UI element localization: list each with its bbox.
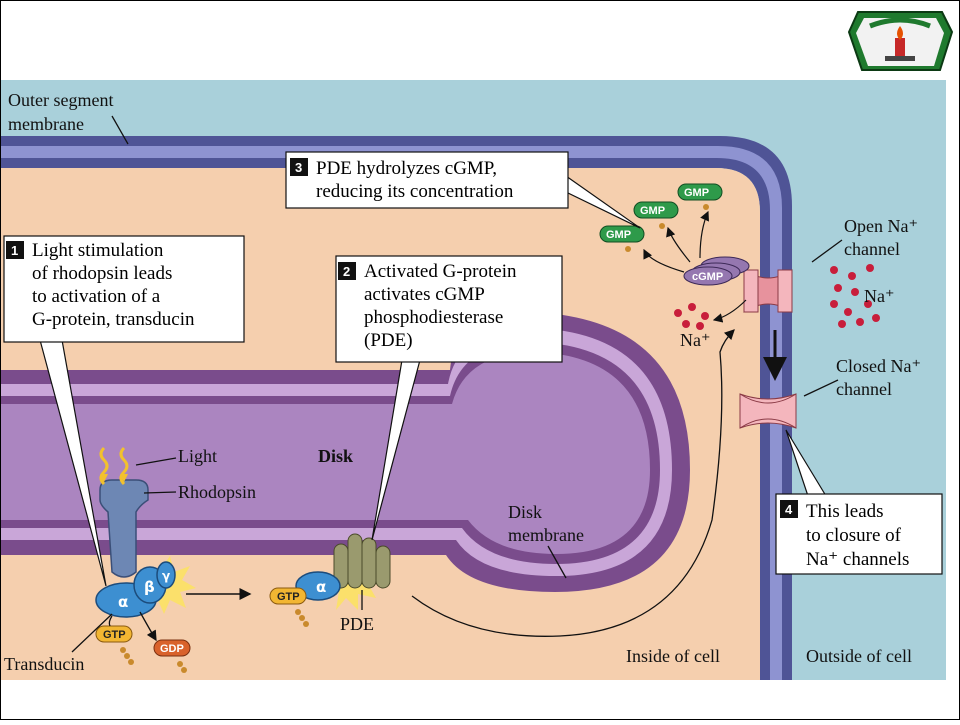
svg-text:GTP: GTP (277, 591, 300, 603)
svg-text:GDP: GDP (160, 643, 184, 655)
outside-cell-label: Outside of cell (806, 646, 912, 666)
gdp-molecule: GDP (153, 639, 191, 673)
step-4-number: 4 (785, 502, 793, 517)
step-2-line-1: Activated G-protein (364, 261, 517, 282)
university-logo (847, 11, 954, 71)
rhodopsin-label: Rhodopsin (178, 482, 256, 502)
alpha-subunit-label: α (118, 593, 128, 611)
step-1-line-1: Light stimulation (32, 240, 164, 261)
cgmp-cluster: cGMP (683, 256, 750, 286)
pde-label: PDE (340, 614, 374, 634)
open-na-channel (743, 269, 793, 313)
step-2-line-4: (PDE) (364, 330, 413, 351)
step-1-number: 1 (11, 243, 18, 258)
closed-channel-label-line2: channel (836, 379, 892, 399)
svg-text:GMP: GMP (606, 229, 631, 241)
gtp-molecule-1: GTP (95, 625, 134, 665)
rhodopsin-protein (99, 479, 149, 578)
step-2-line-3: phosphodiesterase (364, 307, 503, 328)
step-2-callout: 2 Activated G-protein activates cGMP pho… (335, 255, 563, 363)
light-label: Light (178, 446, 217, 466)
step-3-number: 3 (295, 160, 302, 175)
open-channel-label-line2: channel (844, 239, 900, 259)
step-3-callout: 3 PDE hydrolyzes cGMP, reducing its conc… (285, 151, 569, 209)
na-ions-inside (674, 303, 709, 330)
gmp-molecule-2: GMP (633, 201, 679, 229)
step-2-number: 2 (343, 264, 350, 279)
gmp-molecule-1: GMP (677, 183, 723, 210)
na-inside-label: Na⁺ (680, 330, 711, 350)
pde-complex: α (295, 533, 391, 610)
svg-text:GMP: GMP (684, 187, 709, 199)
closed-na-channel (739, 393, 797, 429)
illustration: α β γ GTP GDP α (0, 80, 946, 680)
transducin-label: Transducin (4, 654, 84, 674)
disk-lumen (0, 352, 650, 554)
step-1-callout: 1 Light stimulation of rhodopsin leads t… (3, 235, 245, 343)
step-3-line-2: reducing its concentration (316, 181, 514, 202)
step-2-line-2: activates cGMP (364, 284, 485, 305)
svg-text:GTP: GTP (103, 629, 126, 641)
gtp-molecule-2: GTP (269, 587, 309, 627)
na-outside-label: Na⁺ (864, 286, 895, 306)
closed-channel-label-line1: Closed Na⁺ (836, 356, 921, 376)
svg-text:GMP: GMP (640, 205, 665, 217)
outer-segment-label-line2: membrane (8, 114, 84, 134)
step-4-line-3: Na⁺ channels (806, 549, 909, 570)
step-1-line-4: G-protein, transducin (32, 309, 195, 330)
step-4-line-1: This leads (806, 501, 884, 522)
open-channel-label-line1: Open Na⁺ (844, 216, 918, 236)
step-4-line-2: to closure of (806, 525, 902, 546)
alpha-active-label: α (316, 578, 326, 596)
light-rays-icon (99, 446, 129, 486)
step-4-callout: 4 This leads to closure of Na⁺ channels (775, 493, 943, 575)
transducin-complex: α β γ (95, 556, 196, 618)
outer-segment-label-line1: Outer segment (8, 90, 113, 110)
disk-label: Disk (318, 446, 353, 466)
na-ions-outside (830, 264, 880, 328)
gamma-subunit-label: γ (162, 569, 170, 583)
disk-membrane-label-line2: membrane (508, 525, 584, 545)
step-1-line-2: of rhodopsin leads (32, 263, 172, 284)
inside-cell-label: Inside of cell (626, 646, 720, 666)
gmp-molecule-3: GMP (599, 225, 645, 252)
step-1-line-3: to activation of a (32, 286, 161, 307)
pathway-arrow (411, 329, 735, 637)
beta-subunit-label: β (144, 578, 155, 596)
cgmp-label: cGMP (692, 271, 723, 283)
step-3-line-1: PDE hydrolyzes cGMP, (316, 158, 497, 179)
disk-membrane-label-line1: Disk (508, 502, 542, 522)
